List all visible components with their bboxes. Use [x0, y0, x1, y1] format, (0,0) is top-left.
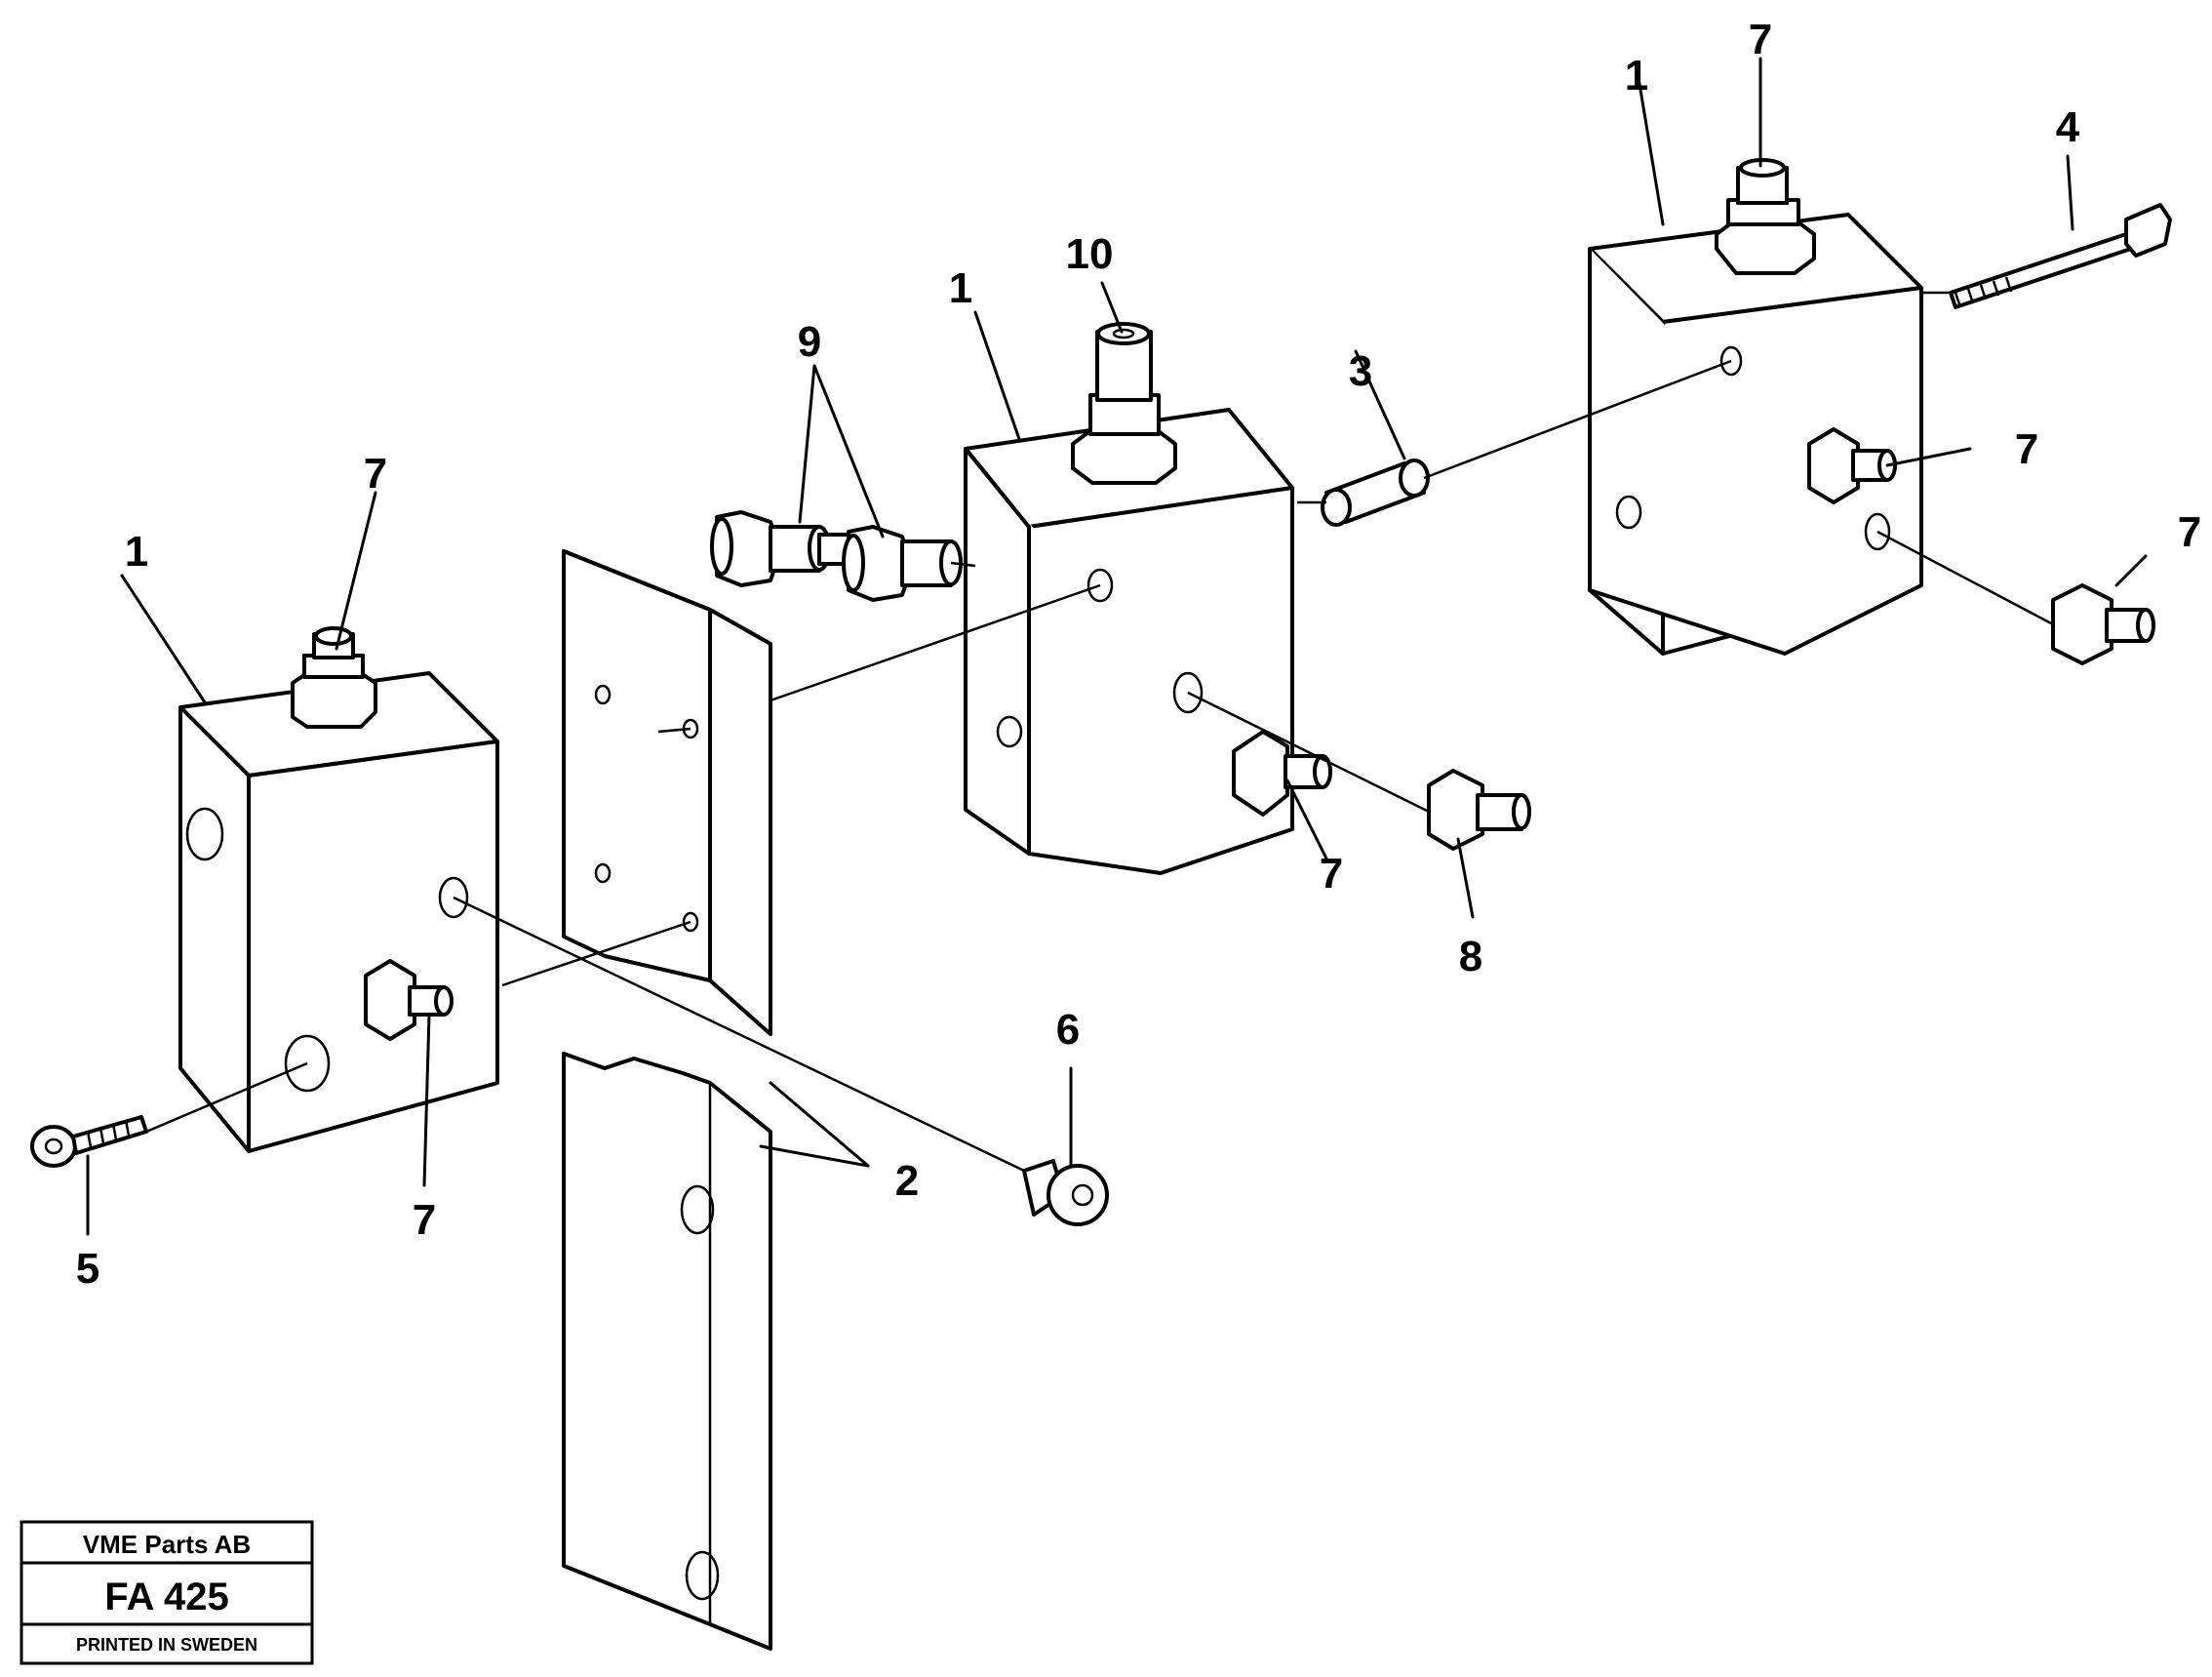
fitting-top-left: [291, 626, 377, 729]
callout-7-right-side: 7: [2015, 425, 2038, 473]
plug: [1022, 1159, 1109, 1226]
valve-block-left: [178, 626, 499, 1153]
fitting-loose-middle: [1427, 769, 1531, 851]
fitting-side-left: [364, 959, 454, 1041]
valve-block-middle: [964, 322, 1332, 875]
sleeve: [1321, 459, 1430, 527]
fittings-pair: [710, 510, 963, 602]
callout-7-middle: 7: [1320, 850, 1343, 898]
callout-3: 3: [1349, 347, 1372, 395]
callout-7-left-top: 7: [364, 450, 387, 498]
long-bolt: [1949, 203, 2172, 309]
title-block: VME Parts AB FA 425 PRINTED IN SWEDEN: [20, 1520, 314, 1665]
drawing-code: FA 425: [104, 1576, 228, 1618]
fitting-top-right: [1715, 158, 1816, 275]
callout-1-middle: 1: [949, 264, 972, 312]
callout-8: 8: [1459, 933, 1482, 980]
callout-labels: 1 1 1 2 3 4 5 6 7 7 7 7 7 7 8 9 10: [76, 16, 2201, 1293]
callout-7-right-top: 7: [1749, 16, 1772, 63]
valve-block-right: [1588, 158, 1923, 656]
mounting-plate: [562, 549, 772, 1651]
fitting-side-middle: [1232, 730, 1332, 817]
callout-9: 9: [798, 318, 821, 366]
callout-6: 6: [1056, 1006, 1080, 1054]
leader-lines: [86, 57, 2148, 1236]
assembly-lines: [145, 291, 2054, 1173]
callout-1-left: 1: [125, 528, 148, 576]
callout-1-right: 1: [1625, 52, 1648, 100]
callout-4: 4: [2056, 103, 2080, 151]
callout-2: 2: [895, 1157, 919, 1205]
callout-7-left-bottom: 7: [413, 1196, 436, 1244]
callout-5: 5: [76, 1245, 99, 1293]
callout-7-right-bottom: 7: [2178, 508, 2201, 556]
callout-10: 10: [1066, 230, 1114, 278]
fitting-loose-right: [2051, 583, 2155, 665]
fitting-side-right: [1807, 427, 1897, 504]
fitting-top-middle: [1071, 322, 1177, 485]
printed-note: PRINTED IN SWEDEN: [76, 1635, 257, 1655]
company-name: VME Parts AB: [83, 1530, 251, 1559]
